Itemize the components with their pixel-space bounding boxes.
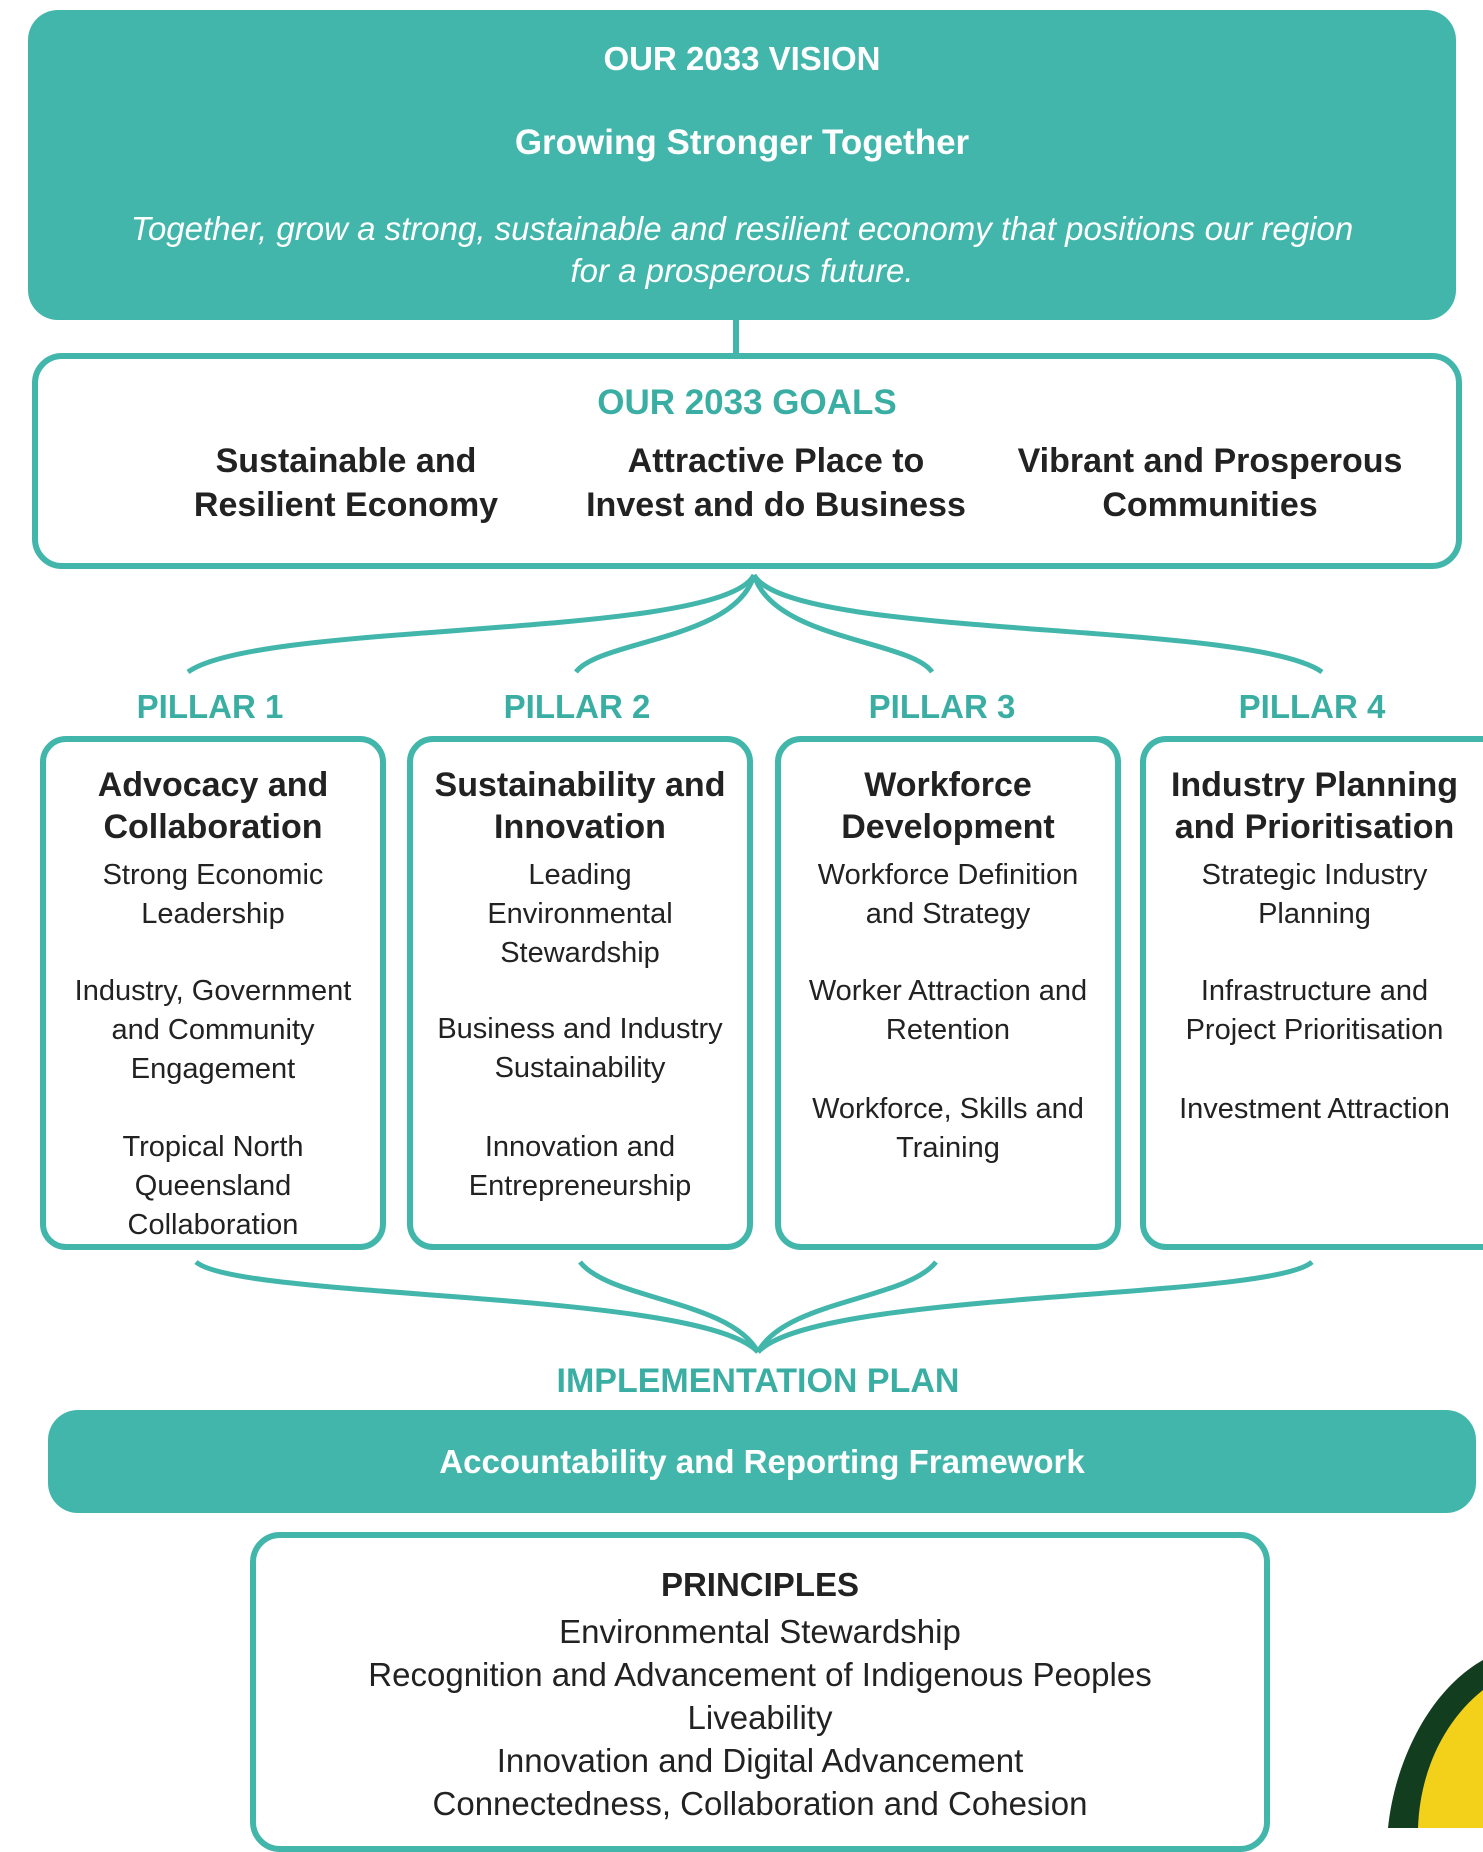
goal-line: Sustainable and: [215, 442, 477, 480]
pillar-item: Business and Industry Sustainability: [415, 1010, 745, 1088]
pillar-3-label: PILLAR 3: [868, 688, 1016, 725]
pillar-item-line: and Strategy: [865, 898, 1031, 930]
pillar-title: Advocacy and Collaboration: [50, 764, 376, 848]
goal-item: Sustainable and Resilient Economy: [126, 439, 566, 527]
pillar-title: Sustainability and Innovation: [417, 764, 743, 848]
principles-list: Environmental Stewardship Recognition an…: [256, 1610, 1264, 1825]
pillar-item-line: Sustainability: [494, 1052, 666, 1084]
pillars-implementation-brace: [194, 1259, 1314, 1354]
goal-line: Vibrant and Prosperous: [1017, 442, 1403, 480]
pillar-item-line: Leadership: [141, 898, 285, 930]
pillar-item-line: Training: [896, 1132, 1000, 1164]
pillar-item-line: and Community: [111, 1014, 315, 1046]
principle-item: Connectedness, Collaboration and Cohesio…: [432, 1785, 1088, 1822]
pillar-item-line: Leading: [528, 859, 632, 891]
pillar-item-line: Industry, Government: [74, 975, 352, 1007]
pillar-1-label: PILLAR 1: [136, 688, 284, 725]
pillar-item: Workforce Definition and Strategy: [783, 856, 1113, 934]
pillar-title-line: and Prioritisation: [1174, 808, 1455, 846]
framework-banner: Accountability and Reporting Framework: [48, 1410, 1476, 1513]
pillar-2-label: PILLAR 2: [503, 688, 651, 725]
pillar-item-line: Environmental: [487, 898, 673, 930]
pillar-title-line: Innovation: [494, 808, 666, 846]
pillar-title-line: Industry Planning: [1170, 766, 1459, 804]
principles-heading: PRINCIPLES: [660, 1566, 860, 1603]
pillar-item-line: Business and Industry: [437, 1013, 723, 1045]
goal-line: Resilient Economy: [193, 486, 499, 524]
corner-leaf-graphic: [1388, 1660, 1483, 1828]
pillar-item-line: Worker Attraction and: [808, 975, 1088, 1007]
pillar-item-line: Workforce, Skills and: [812, 1093, 1084, 1125]
pillar-title-line: Collaboration: [103, 808, 323, 846]
goal-line: Attractive Place to: [627, 442, 925, 480]
pillar-item-line: Strategic Industry: [1201, 859, 1428, 891]
pillar-item-line: Retention: [885, 1014, 1011, 1046]
pillar-item-line: Investment Attraction: [1179, 1093, 1450, 1125]
implementation-heading: IMPLEMENTATION PLAN: [556, 1362, 960, 1400]
pillar-item-line: Strong Economic: [102, 859, 324, 891]
pillar-title-line: Sustainability and: [434, 766, 726, 804]
pillar-item: Investment Attraction: [1148, 1090, 1481, 1129]
pillar-4-box: Industry Planning and Prioritisation Str…: [1140, 736, 1483, 1250]
pillar-item: Leading Environmental Stewardship: [415, 856, 745, 973]
principle-item: Liveability: [687, 1699, 833, 1736]
pillar-item: Strong Economic Leadership: [48, 856, 378, 934]
pillar-title-line: Advocacy and: [97, 766, 329, 804]
pillar-item-line: Engagement: [130, 1053, 296, 1085]
goals-box: OUR 2033 GOALS Sustainable and Resilient…: [32, 353, 1462, 569]
pillar-title-line: Development: [841, 808, 1055, 846]
vision-title: Growing Stronger Together: [514, 123, 970, 162]
pillar-item-line: Collaboration: [127, 1209, 299, 1241]
pillar-title: Workforce Development: [785, 764, 1111, 848]
pillar-item-line: Entrepreneurship: [468, 1170, 692, 1202]
pillar-item-line: Stewardship: [500, 937, 660, 969]
goal-item: Vibrant and Prosperous Communities: [990, 439, 1430, 527]
pillar-item: Industry, Government and Community Engag…: [48, 972, 378, 1089]
goal-line: Communities: [1102, 486, 1318, 524]
pillar-item: Tropical North Queensland Collaboration: [48, 1128, 378, 1245]
vision-description: Together, grow a strong, sustainable and…: [130, 210, 1354, 289]
pillar-item-line: Workforce Definition: [817, 859, 1079, 891]
vision-heading: OUR 2033 VISION: [603, 40, 881, 77]
pillar-item-line: Tropical North: [122, 1131, 304, 1163]
pillar-title: Industry Planning and Prioritisation: [1150, 764, 1479, 848]
pillar-2-box: Sustainability and Innovation Leading En…: [407, 736, 753, 1250]
pillar-item-line: Innovation and: [484, 1131, 676, 1163]
pillar-item: Workforce, Skills and Training: [783, 1090, 1113, 1168]
pillar-item: Worker Attraction and Retention: [783, 972, 1113, 1050]
pillar-item-line: Queensland: [134, 1170, 292, 1202]
pillar-item: Innovation and Entrepreneurship: [415, 1128, 745, 1206]
principles-box: PRINCIPLES Environmental Stewardship Rec…: [250, 1532, 1270, 1852]
goals-heading: OUR 2033 GOALS: [597, 383, 897, 422]
pillar-4-label: PILLAR 4: [1238, 688, 1386, 725]
vision-banner: OUR 2033 VISION Growing Stronger Togethe…: [28, 10, 1456, 320]
pillar-item-line: Project Prioritisation: [1185, 1014, 1444, 1046]
goal-item: Attractive Place to Invest and do Busine…: [556, 439, 996, 527]
principle-item: Innovation and Digital Advancement: [496, 1742, 1024, 1779]
pillar-title-line: Workforce: [864, 766, 1032, 804]
pillar-item: Infrastructure and Project Prioritisatio…: [1148, 972, 1481, 1050]
principle-item: Recognition and Advancement of Indigenou…: [368, 1656, 1152, 1693]
pillar-3-box: Workforce Development Workforce Definiti…: [775, 736, 1121, 1250]
goals-pillars-brace: [186, 573, 1324, 675]
pillar-1-box: Advocacy and Collaboration Strong Econom…: [40, 736, 386, 1250]
pillar-item: Strategic Industry Planning: [1148, 856, 1481, 934]
goal-line: Invest and do Business: [586, 486, 966, 524]
pillar-item-line: Infrastructure and: [1200, 975, 1429, 1007]
principle-item: Environmental Stewardship: [559, 1613, 961, 1650]
pillar-item-line: Planning: [1258, 898, 1371, 930]
